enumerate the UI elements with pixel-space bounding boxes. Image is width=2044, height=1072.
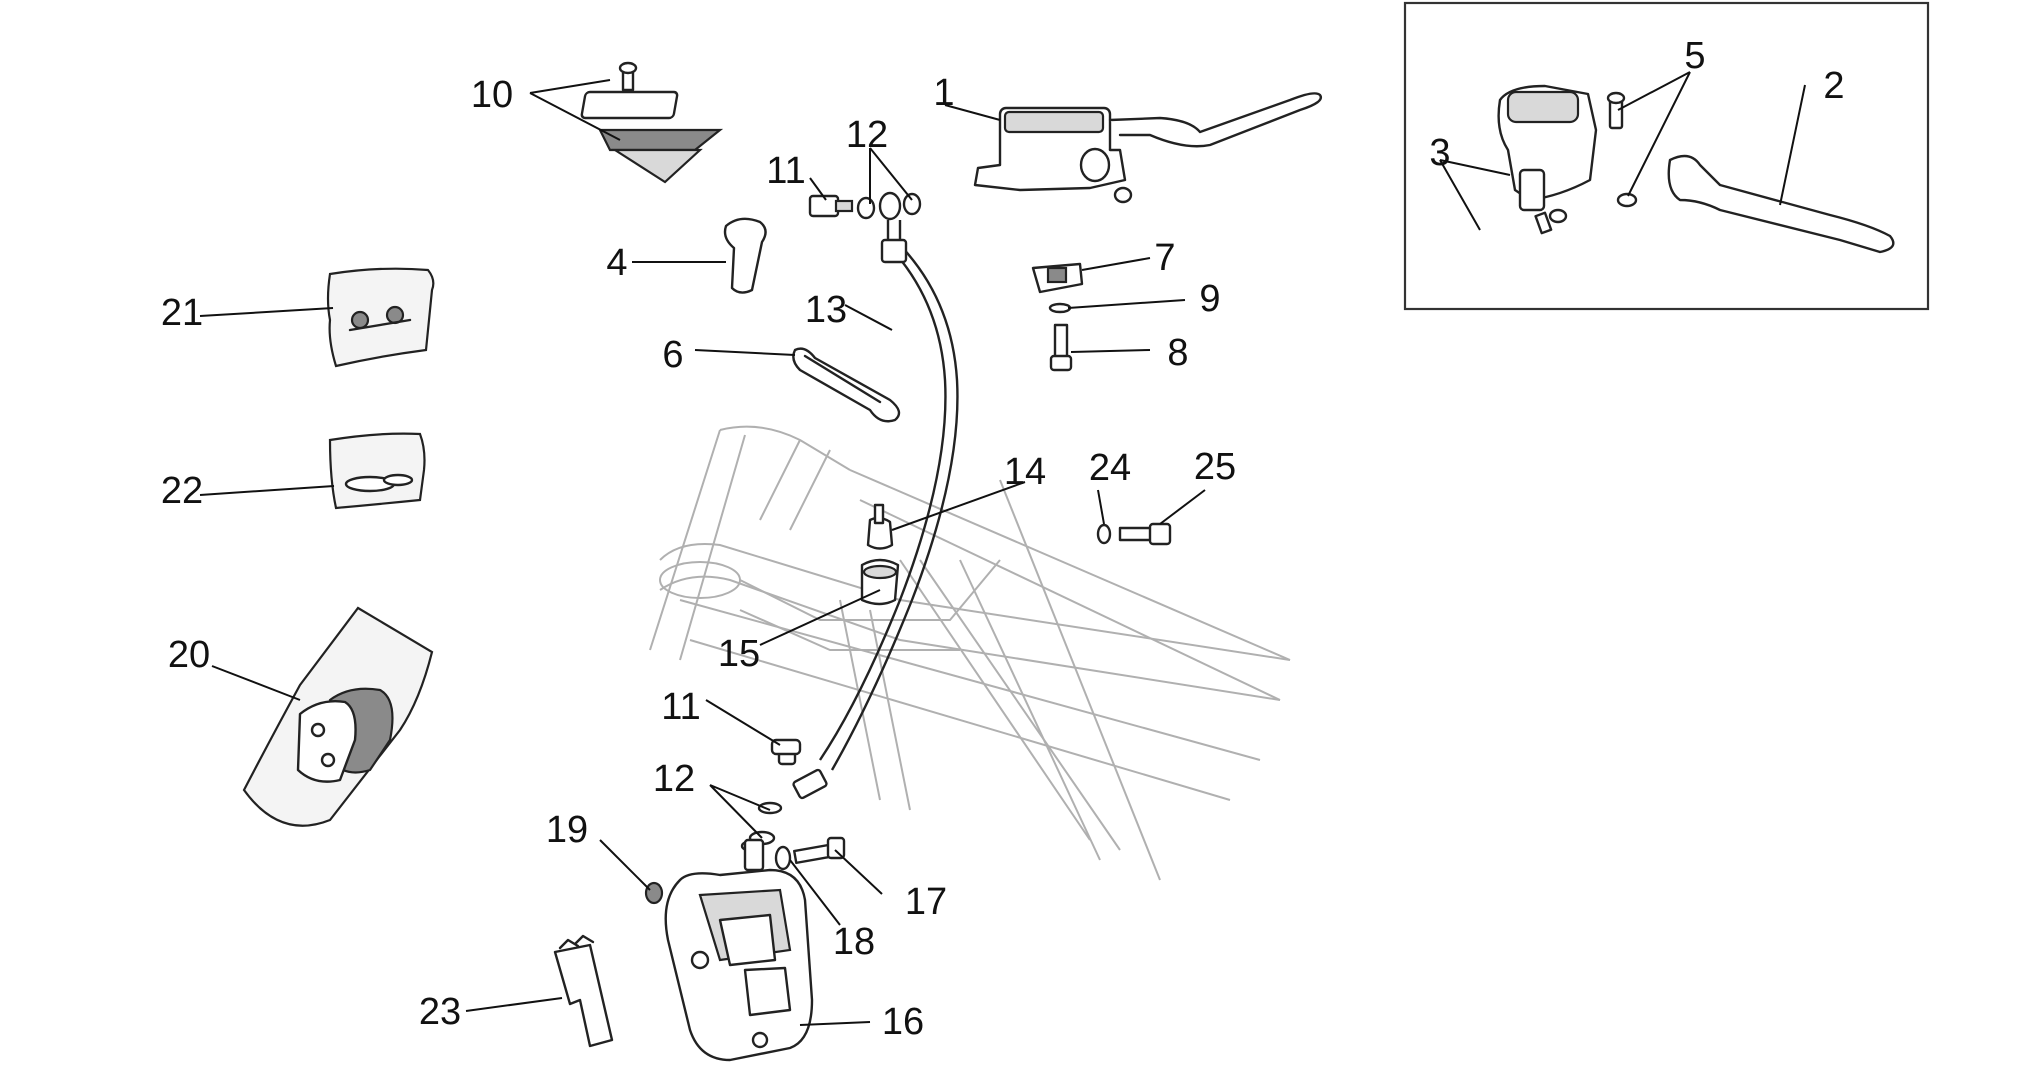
callout-11-lower: 11: [661, 686, 700, 728]
hose-clip: [792, 347, 901, 423]
callout-22: 22: [161, 470, 203, 512]
leader-lines: [199, 71, 1806, 1026]
callout-2: 2: [1823, 65, 1844, 107]
bolt-24-25: [1096, 522, 1172, 546]
callout-4: 4: [606, 242, 627, 284]
callout-13: 13: [805, 289, 847, 331]
callout-labels: 1 2 3 4 5 6 7 8 9 10 11 11 12 12 13 14 1…: [161, 35, 1845, 1043]
callout-15: 15: [718, 633, 760, 675]
callout-16: 16: [882, 1001, 924, 1043]
brake-pads-bag: [242, 606, 434, 827]
hose-guide: [860, 503, 900, 606]
callout-12-upper: 12: [846, 114, 888, 156]
brake-caliper: [664, 838, 814, 1062]
rubber-cap: [723, 217, 767, 294]
stop-switch: [1031, 262, 1084, 372]
master-cylinder: [973, 92, 1322, 204]
callout-14: 14: [1004, 451, 1046, 493]
detail-inset: [1403, 1, 1930, 311]
caliper-bolts: [644, 836, 846, 905]
brake-hose: [792, 220, 959, 800]
kit-bag-22: [328, 432, 426, 510]
callout-3: 3: [1429, 132, 1450, 174]
callout-24: 24: [1089, 447, 1131, 489]
kit-bag-21: [326, 267, 435, 368]
callout-10: 10: [471, 74, 513, 116]
banjo-bolt-lower: [740, 738, 802, 853]
callout-5: 5: [1684, 35, 1705, 77]
callout-1: 1: [933, 72, 954, 114]
callout-6: 6: [662, 334, 683, 376]
callout-11-upper: 11: [766, 150, 805, 192]
banjo-bolt-upper: [808, 191, 922, 221]
callout-23: 23: [419, 991, 461, 1033]
callout-8: 8: [1167, 332, 1188, 374]
reservoir-cap: [580, 61, 724, 184]
callout-19: 19: [546, 809, 588, 851]
pad-spring: [553, 934, 614, 1048]
callout-21: 21: [161, 292, 203, 334]
callout-20: 20: [168, 634, 210, 676]
callout-9: 9: [1199, 278, 1220, 320]
callout-25: 25: [1194, 446, 1236, 488]
callout-7: 7: [1154, 237, 1175, 279]
callout-18: 18: [833, 921, 875, 963]
callout-17: 17: [905, 881, 947, 923]
frame-structure: [649, 425, 1291, 881]
callout-12-lower: 12: [653, 758, 695, 800]
